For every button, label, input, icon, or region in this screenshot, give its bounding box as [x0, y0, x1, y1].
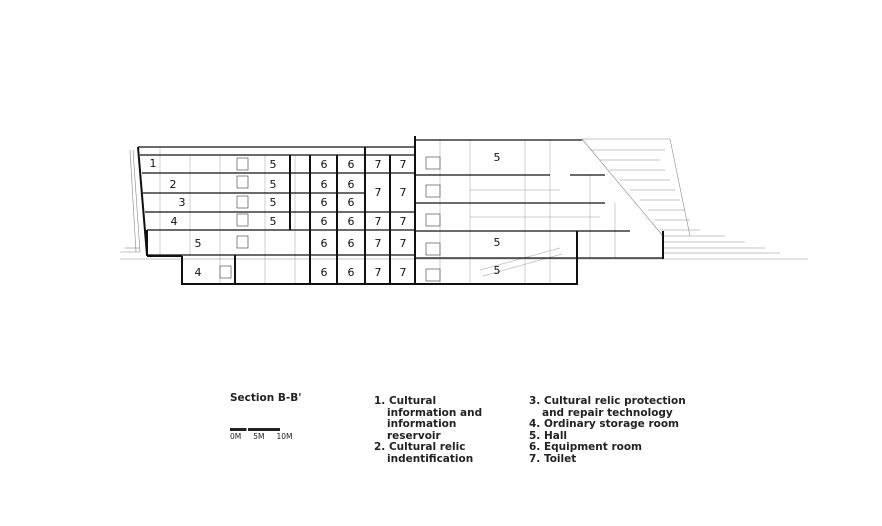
room-label-6: 6	[321, 266, 328, 279]
room-label-3: 3	[179, 196, 186, 209]
room-label-6: 6	[321, 178, 328, 191]
legend-item: 6. Equipment room	[529, 441, 642, 453]
legend-item: 4. Ordinary storage room	[529, 418, 679, 430]
legend-item: 7. Toilet	[529, 452, 577, 465]
room-label-7: 7	[375, 158, 382, 171]
elevator-icons	[219, 156, 441, 282]
room-label-6: 6	[321, 237, 328, 250]
room-label-7: 7	[400, 186, 407, 199]
room-label-7: 7	[375, 186, 382, 199]
section-title: Section B-B'	[230, 392, 302, 404]
room-label-4: 4	[195, 266, 202, 279]
room-label-6: 6	[348, 215, 355, 228]
room-label-7: 7	[400, 266, 407, 279]
room-label-6: 6	[348, 237, 355, 250]
room-label-6: 6	[348, 196, 355, 209]
room-label-6: 6	[348, 158, 355, 171]
floor-slabs	[138, 139, 663, 259]
room-label-7: 7	[400, 215, 407, 228]
legend-item: 2. Cultural relic indentification	[374, 441, 474, 465]
room-label-2: 2	[170, 178, 177, 191]
room-label-5: 5	[270, 196, 277, 209]
legend-column-2: 3. Cultural relic protection and repair …	[529, 395, 709, 465]
room-labels: 1 2 3 4 4 5 5 5 5 5 5 5 5 6 6 6 6 6 6 6 …	[150, 151, 501, 279]
legend-item: 3. Cultural relic protection and repair …	[529, 395, 686, 419]
room-label-7: 7	[375, 266, 382, 279]
room-label-6: 6	[348, 178, 355, 191]
legend-item: 5. Hall	[529, 429, 568, 442]
room-label-5: 5	[195, 237, 202, 250]
room-label-1: 1	[150, 157, 157, 170]
room-label-7: 7	[375, 237, 382, 250]
room-label-6: 6	[321, 196, 328, 209]
room-label-5: 5	[494, 264, 501, 277]
structural-walls	[137, 136, 664, 285]
room-label-5: 5	[270, 158, 277, 171]
room-label-7: 7	[400, 237, 407, 250]
room-label-4: 4	[171, 215, 178, 228]
scale-label: 0M	[230, 432, 242, 441]
room-label-7: 7	[400, 158, 407, 171]
room-label-5: 5	[494, 236, 501, 249]
legend-column-1: 1. Cultural information and information …	[374, 395, 499, 465]
scale-bar-graphic	[230, 428, 280, 431]
room-label-6: 6	[321, 215, 328, 228]
room-label-6: 6	[348, 266, 355, 279]
room-label-5: 5	[494, 151, 501, 164]
scale-label: 10M	[276, 432, 293, 441]
scale-label: 5M	[253, 432, 265, 441]
room-label-6: 6	[321, 158, 328, 171]
room-label-5: 5	[270, 215, 277, 228]
legend-item: 1. Cultural information and information …	[374, 395, 483, 442]
room-label-7: 7	[375, 215, 382, 228]
room-label-5: 5	[270, 178, 277, 191]
terrace-steps	[120, 138, 808, 260]
scale-bar: 0M 5M 10M	[230, 428, 293, 441]
